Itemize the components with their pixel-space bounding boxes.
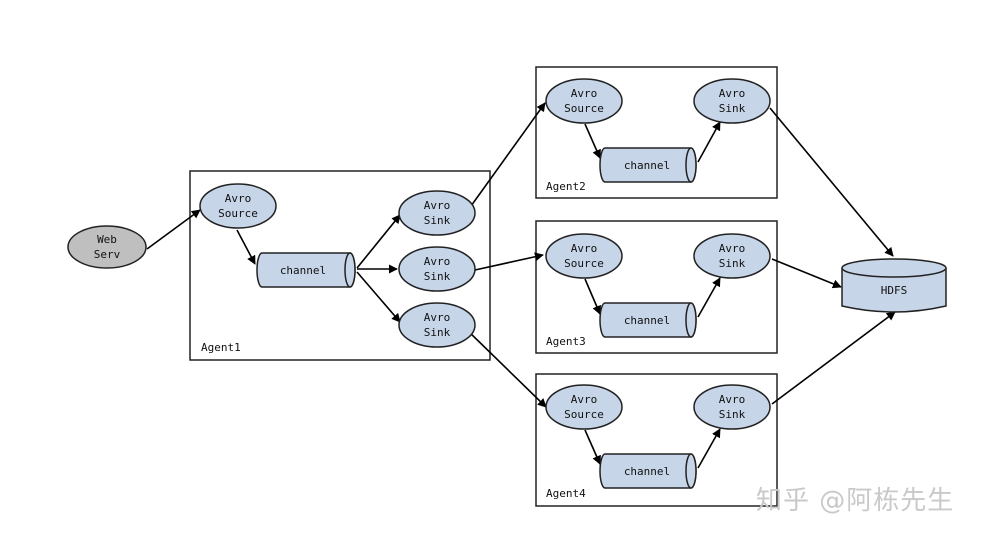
web-server-node: Web Serv — [67, 225, 147, 269]
agent3-channel: channel — [599, 302, 697, 338]
hdfs-storage: HDFS — [841, 258, 947, 313]
arrow-a2channel-to-sink — [697, 121, 721, 163]
arrow-a1channel-to-sink1 — [356, 214, 401, 269]
arrow-a4source-to-channel — [584, 429, 601, 465]
arrow-a4sink-to-hdfs — [771, 311, 896, 405]
agent3-sink-label-1: Avro — [719, 242, 746, 255]
agent1-source-label-1: Avro — [225, 192, 252, 205]
agent4-channel-label: channel — [624, 465, 670, 478]
agent4-avro-sink: Avro Sink — [693, 384, 771, 430]
agent1-sink3-label-1: Avro — [424, 311, 451, 324]
arrow-a1sink3-to-a4source — [465, 328, 547, 408]
agent4-sink-label-1: Avro — [719, 393, 746, 406]
agent1-channel-label: channel — [280, 264, 326, 277]
arrow-a3source-to-channel — [584, 278, 601, 315]
agent2-channel: channel — [599, 147, 697, 183]
agent1-sink2-label-1: Avro — [424, 255, 451, 268]
agent1-sink1-label-1: Avro — [424, 199, 451, 212]
agent3-box — [535, 220, 778, 354]
agent4-sink-label-2: Sink — [719, 408, 746, 421]
arrow-a1sink2-to-a3source — [474, 252, 544, 271]
watermark: 知乎 @阿栋先生 — [756, 486, 955, 516]
agent3-label: Agent3 — [546, 335, 586, 348]
arrow-a1channel-to-sink3 — [356, 271, 401, 323]
arrow-a2sink-to-hdfs — [769, 107, 894, 257]
agent4-channel: channel — [599, 453, 697, 489]
arrow-a1sink1-to-a2source — [465, 102, 546, 214]
agent1-channel: channel — [256, 252, 356, 288]
agent3-source-label-2: Source — [564, 257, 604, 270]
agent2-avro-sink: Avro Sink — [693, 78, 771, 124]
agent3-channel-label: channel — [624, 314, 670, 327]
agent1-sink2-label-2: Sink — [424, 270, 451, 283]
agent2-avro-source: Avro Source — [545, 78, 623, 124]
agent2-label: Agent2 — [546, 180, 586, 193]
agent1-avro-sink-3: Avro Sink — [398, 302, 476, 348]
web-server-label-2: Serv — [94, 248, 121, 261]
agent4-source-label-1: Avro — [571, 393, 598, 406]
hdfs-label: HDFS — [881, 284, 908, 297]
agent1-sink1-label-2: Sink — [424, 214, 451, 227]
agent2-channel-label: channel — [624, 159, 670, 172]
agent1-label: Agent1 — [201, 341, 241, 354]
arrow-web-to-a1source — [146, 209, 201, 250]
agent2-source-label-1: Avro — [571, 87, 598, 100]
agent1-source-label-2: Source — [218, 207, 258, 220]
agent4-label: Agent4 — [546, 487, 586, 500]
agent3-avro-sink: Avro Sink — [693, 233, 771, 279]
agent2-source-label-2: Source — [564, 102, 604, 115]
agent4-box — [535, 373, 778, 507]
arrow-a1source-to-channel — [236, 229, 256, 265]
arrow-a4channel-to-sink — [697, 428, 721, 469]
agent3-sink-label-2: Sink — [719, 257, 746, 270]
web-server-label-1: Web — [97, 233, 117, 246]
agent4-source-label-2: Source — [564, 408, 604, 421]
agent1-sink3-label-2: Sink — [424, 326, 451, 339]
arrow-a3sink-to-hdfs — [771, 258, 842, 289]
agent1-avro-sink-1: Avro Sink — [398, 190, 476, 236]
agent2-box — [535, 66, 778, 199]
agent3-source-label-1: Avro — [571, 242, 598, 255]
arrow-a2source-to-channel — [584, 123, 601, 159]
agent1-box — [189, 170, 491, 361]
arrow-a3channel-to-sink — [697, 277, 721, 318]
agent2-sink-label-1: Avro — [719, 87, 746, 100]
agent1-avro-source: Avro Source — [199, 183, 277, 229]
agent2-sink-label-2: Sink — [719, 102, 746, 115]
agent3-avro-source: Avro Source — [545, 233, 623, 279]
agent4-avro-source: Avro Source — [545, 384, 623, 430]
agent1-avro-sink-2: Avro Sink — [398, 246, 476, 292]
